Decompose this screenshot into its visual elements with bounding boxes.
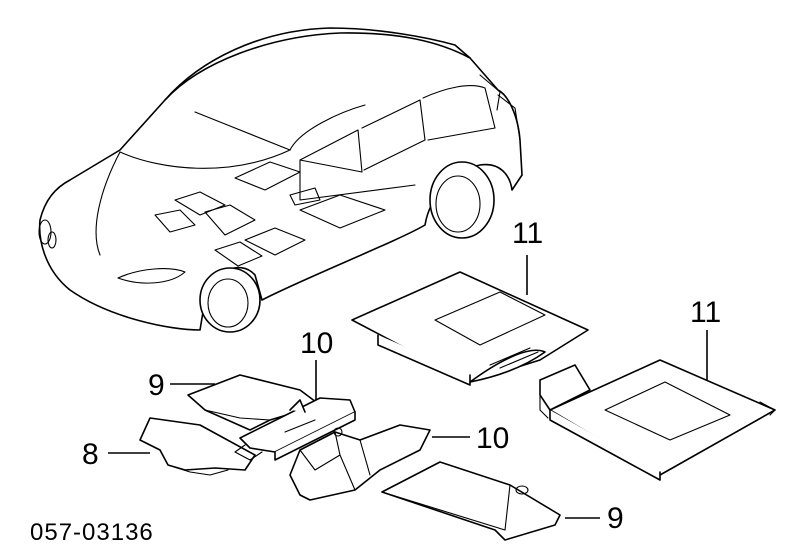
part-10-tunnel-insulator — [234, 397, 356, 461]
callout-10-upper: 10 — [300, 327, 333, 360]
part-10-lower-insulator — [289, 424, 431, 501]
part-8-floor-pad — [139, 417, 256, 476]
callout-10-lower: 10 — [476, 422, 509, 455]
callout-9-upper: 9 — [148, 369, 165, 402]
part-11-upper-panel — [351, 271, 589, 386]
leader-lines — [108, 255, 708, 519]
catalog-number: 057-03136 — [30, 519, 154, 546]
callout-9-lower: 9 — [607, 502, 624, 535]
callout-11-right: 11 — [690, 296, 721, 329]
callout-11-upper: 11 — [512, 217, 543, 250]
callout-8: 8 — [82, 438, 99, 471]
part-11-right-panel — [539, 359, 776, 481]
vehicle-illustration — [38, 27, 523, 333]
part-9-lower-pad — [381, 461, 561, 541]
